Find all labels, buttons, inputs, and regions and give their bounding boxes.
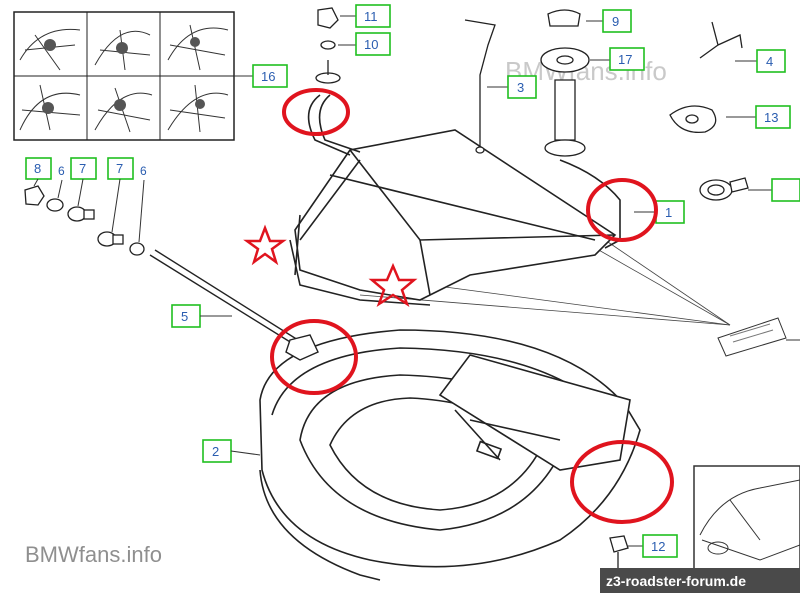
label-9: 9 — [586, 9, 632, 33]
highlight-circle-right — [586, 178, 658, 242]
highlight-circle-bolt — [270, 319, 358, 395]
label-2: 2 — [202, 439, 261, 463]
highlight-circle-tray — [570, 440, 674, 524]
highlight-circles — [270, 88, 674, 524]
small-parts-left — [24, 185, 145, 256]
svg-text:11: 11 — [364, 9, 378, 24]
svg-text:5: 5 — [181, 309, 188, 324]
highlight-circle-top — [282, 88, 350, 136]
label-1-partial — [748, 178, 800, 202]
svg-text:6: 6 — [140, 164, 147, 178]
svg-text:8: 8 — [34, 161, 41, 176]
svg-text:12: 12 — [651, 539, 665, 554]
callout-labels: 1 2 3 4 5 6 6 7 7 8 9 10 11 12 13 16 17 — [25, 4, 800, 558]
label-10: 10 — [338, 32, 391, 56]
svg-text:7: 7 — [79, 161, 86, 176]
label-16: 16 — [234, 64, 288, 88]
svg-text:4: 4 — [766, 54, 773, 69]
label-6a: 6 — [57, 164, 65, 199]
spare-wheel-tray — [259, 329, 641, 581]
forum-badge: z3-roadster-forum.de — [600, 568, 800, 593]
svg-text:13: 13 — [764, 110, 778, 125]
svg-text:z3-roadster-forum.de: z3-roadster-forum.de — [606, 573, 746, 589]
svg-text:17: 17 — [618, 52, 632, 67]
label-13: 13 — [726, 105, 791, 129]
star-icon-left — [243, 224, 287, 266]
label-5: 5 — [171, 304, 232, 328]
label-11: 11 — [340, 4, 391, 28]
label-17: 17 — [590, 47, 645, 71]
svg-text:7: 7 — [116, 161, 123, 176]
bracket-assembly — [289, 94, 621, 306]
label-plate — [717, 317, 800, 357]
small-parts-top — [315, 7, 749, 575]
svg-text:1: 1 — [665, 205, 672, 220]
label-6b: 6 — [138, 164, 147, 243]
svg-text:10: 10 — [364, 37, 378, 52]
label-12: 12 — [628, 534, 678, 558]
svg-text:3: 3 — [517, 80, 524, 95]
label-4: 4 — [735, 49, 786, 73]
star-icon-center — [368, 262, 418, 308]
label-1: 1 — [634, 200, 685, 224]
svg-text:16: 16 — [261, 69, 275, 84]
thumbnail-grid — [13, 11, 235, 141]
label-7b: 7 — [107, 157, 134, 233]
svg-text:9: 9 — [612, 14, 619, 29]
watermark-bottom: BMWfans.info — [25, 542, 162, 567]
star-markers — [243, 224, 418, 308]
long-bolt — [149, 249, 319, 361]
label-8: 8 — [25, 157, 52, 187]
svg-text:2: 2 — [212, 444, 219, 459]
label-7a: 7 — [70, 157, 97, 207]
svg-text:6: 6 — [58, 164, 65, 178]
label-3: 3 — [487, 75, 537, 99]
